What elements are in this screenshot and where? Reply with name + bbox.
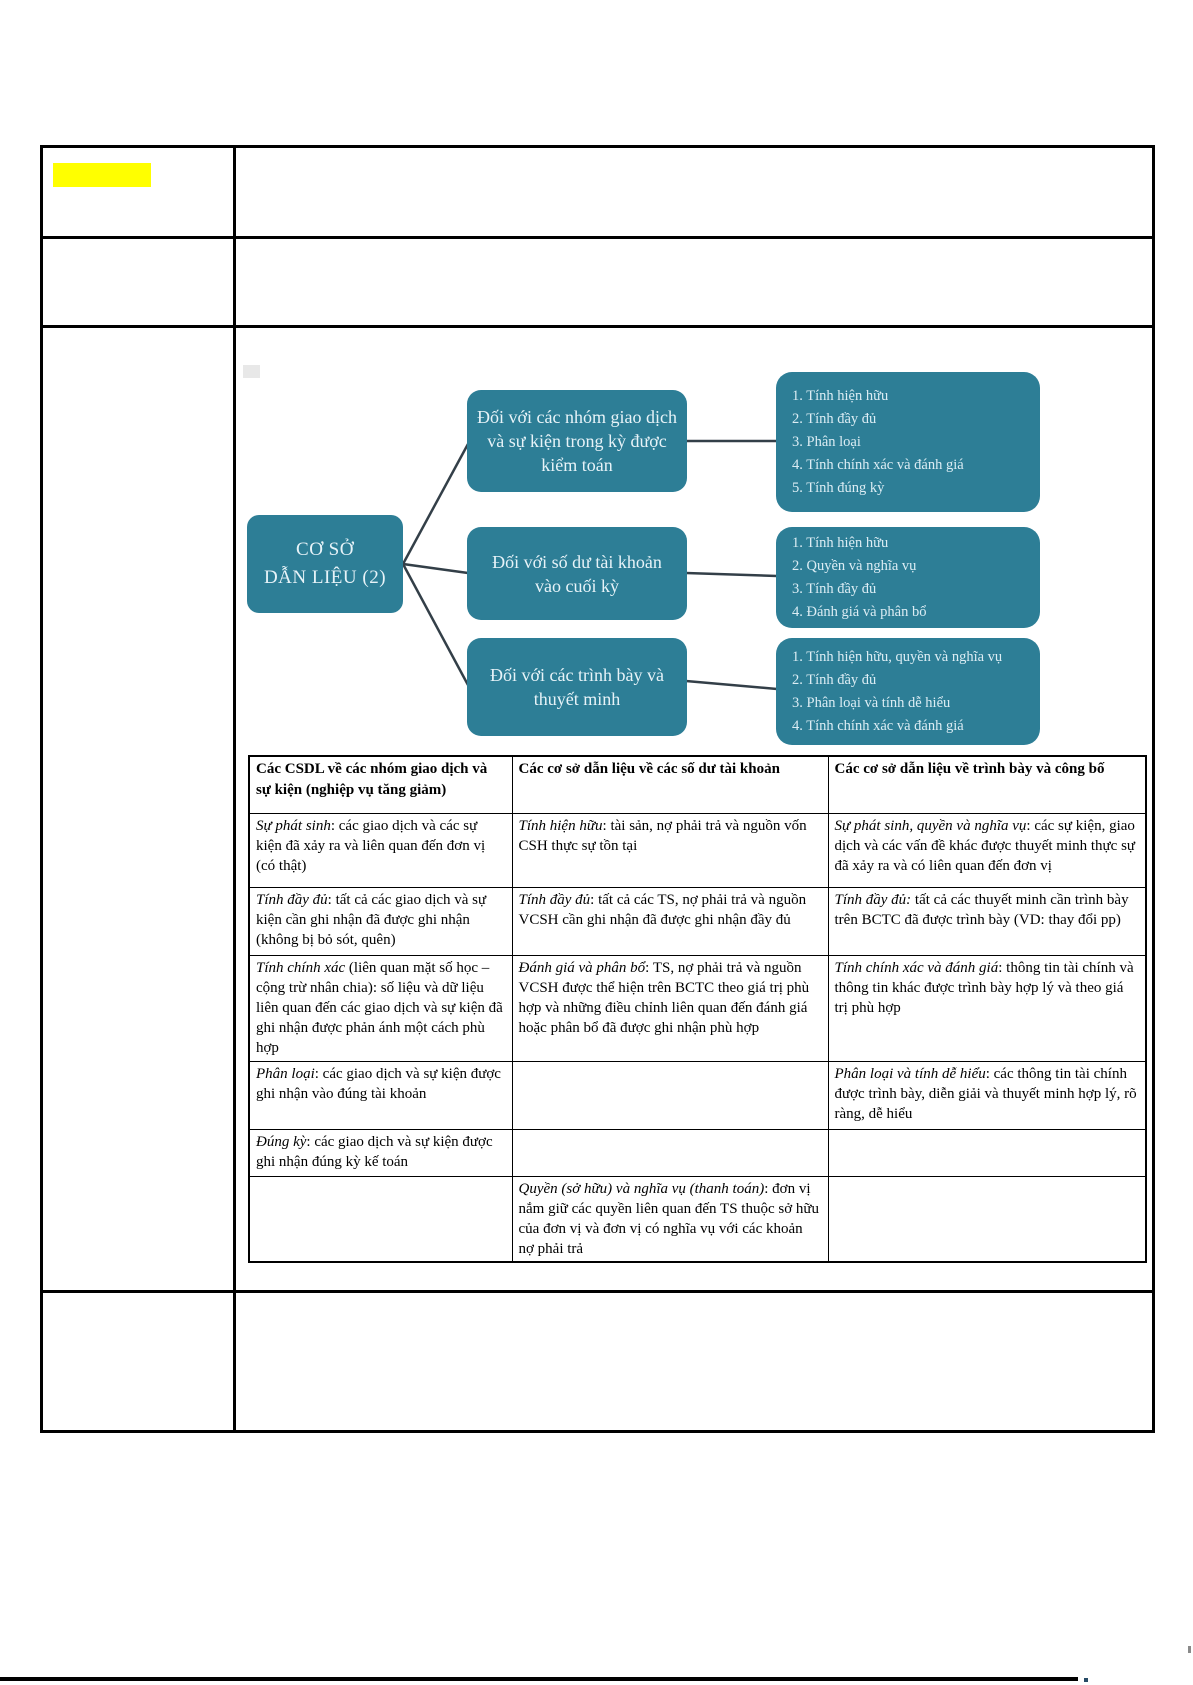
list-item: 2. Tính đầy đủ — [792, 410, 877, 427]
assertion-term: Tính đầy đủ — [518, 891, 591, 908]
cell-empty — [511, 1128, 829, 1177]
root-label-line1: CƠ SỞ — [296, 539, 354, 560]
assertion-text: tất cả các thuyết minh cần trình bày trê… — [834, 891, 1129, 928]
assertion-list: 1. Tính hiện hữu, quyền và nghĩa vụ 2. T… — [792, 646, 1002, 738]
outer-table-row-divider-2 — [43, 325, 1152, 328]
list-item: 2. Tính đầy đủ — [792, 671, 877, 688]
list-item: 3. Phân loại và tính dễ hiểu — [792, 694, 951, 711]
cell-empty — [827, 1175, 1147, 1262]
list-item: 3. Tính đầy đủ — [792, 580, 877, 597]
outer-table-column-divider — [233, 148, 236, 1430]
cell-valuation-allocation: Đánh giá và phân bổ: TS, nợ phải trả và … — [511, 954, 829, 1062]
list-item: 4. Đánh giá và phân bổ — [792, 603, 927, 620]
assertion-term: Sự phát sinh, quyền và nghĩa vụ — [834, 817, 1027, 834]
assertion-text: : các thông tin tài chính được trình bày… — [834, 1065, 1137, 1122]
cell-completeness-2: Tính đầy đủ: tất cả các TS, nợ phải trả … — [511, 886, 829, 956]
assertion-text: : thông tin tài chính và thông tin khác … — [834, 959, 1134, 1016]
assertion-term: Tính đầy đủ: — [834, 891, 912, 908]
assertion-term: Tính đầy đủ — [256, 891, 328, 908]
assertion-term: Phân loại và tính dễ hiểu — [834, 1065, 986, 1082]
yellow-highlight — [53, 163, 151, 187]
assertion-text: : các sự kiện, giao dịch và các vấn đề k… — [834, 817, 1136, 874]
cell-empty — [511, 1060, 829, 1130]
outer-table-row-divider-3 — [43, 1290, 1152, 1293]
header-balances: Các cơ sở dẫn liệu về các số dư tài khoả… — [511, 755, 829, 814]
list-item: 4. Tính chính xác và đánh giá — [792, 456, 964, 473]
table-row: Tính chính xác (liên quan mặt số học – c… — [248, 954, 1147, 1062]
list-item: 4. Tính chính xác và đánh giá — [792, 717, 964, 734]
branch-node-presentation: Đối với các trình bày và thuyết minh — [467, 638, 687, 736]
diagram-root-node: CƠ SỞ DẪN LIỆU (2) — [247, 515, 403, 613]
assertion-list-presentation: 1. Tính hiện hữu, quyền và nghĩa vụ 2. T… — [776, 638, 1040, 745]
cell-completeness-3: Tính đầy đủ: tất cả các thuyết minh cần … — [827, 886, 1147, 956]
cell-rights-obligations: Quyền (sở hữu) và nghĩa vụ (thanh toán):… — [511, 1175, 829, 1262]
cell-occurrence-rights: Sự phát sinh, quyền và nghĩa vụ: các sự … — [827, 812, 1147, 888]
list-item: 3. Phân loại — [792, 433, 861, 450]
table-row: Sự phát sinh: các giao dịch và các sự ki… — [248, 812, 1147, 888]
cell-empty — [248, 1175, 513, 1262]
outer-table-row-divider-1 — [43, 236, 1152, 239]
assertion-text: : tất cả các TS, nợ phải trả và nguồn VC… — [518, 891, 807, 928]
cell-empty — [827, 1128, 1147, 1177]
table-row: Tính đầy đủ: tất cả các giao dịch và sự … — [248, 886, 1147, 956]
cell-existence: Tính hiện hữu: tài sản, nợ phải trả và n… — [511, 812, 829, 888]
header-presentation: Các cơ sở dẫn liệu về trình bày và công … — [827, 755, 1147, 814]
assertion-text: : tất cả các giao dịch và sự kiện cần gh… — [256, 891, 487, 948]
root-label-line2: DẪN LIỆU (2) — [263, 567, 387, 588]
table-row: Đúng kỳ: các giao dịch và sự kiện được g… — [248, 1128, 1147, 1177]
assertion-text: : các giao dịch và các sự kiện đã xảy ra… — [256, 817, 486, 874]
list-item: 5. Tính đúng kỳ — [792, 479, 885, 496]
branch-node-transactions: Đối với các nhóm giao dịch và sự kiện tr… — [467, 390, 687, 492]
assertion-term: Tính chính xác và đánh giá — [834, 959, 999, 976]
cell-cutoff: Đúng kỳ: các giao dịch và sự kiện được g… — [248, 1128, 513, 1177]
cell-accuracy-valuation: Tính chính xác và đánh giá: thông tin tà… — [827, 954, 1147, 1062]
assertion-list: 1. Tính hiện hữu 2. Tính đầy đủ 3. Phân … — [792, 385, 964, 500]
assertion-term: Tính chính xác — [256, 959, 346, 976]
cell-occurrence: Sự phát sinh: các giao dịch và các sự ki… — [248, 812, 513, 888]
assertion-term: Đúng kỳ — [256, 1133, 307, 1150]
list-item: 1. Tính hiện hữu, quyền và nghĩa vụ — [792, 648, 1003, 665]
assertion-text: : TS, nợ phải trả và nguồn VCSH được thể… — [518, 959, 810, 1036]
table-row: Phân loại: các giao dịch và sự kiện được… — [248, 1060, 1147, 1130]
image-artifact — [243, 365, 260, 378]
assertion-term: Quyền (sở hữu) và nghĩa vụ (thanh toán) — [518, 1180, 765, 1197]
assertion-text: : đơn vị nắm giữ các quyền liên quan đến… — [518, 1180, 820, 1257]
assertion-term: Sự phát sinh — [256, 817, 331, 834]
list-item: 1. Tính hiện hữu — [792, 387, 889, 404]
cell-classification-understandability: Phân loại và tính dễ hiểu: các thông tin… — [827, 1060, 1147, 1130]
list-item: 1. Tính hiện hữu — [792, 534, 889, 551]
page-edge-mark — [1188, 1646, 1191, 1653]
assertion-text: (liên quan mặt số học – cộng trừ nhân ch… — [256, 959, 503, 1056]
cell-classification: Phân loại: các giao dịch và sự kiện được… — [248, 1060, 513, 1130]
assertion-list-balances: 1. Tính hiện hữu 2. Quyền và nghĩa vụ 3.… — [776, 527, 1040, 628]
list-item: 2. Quyền và nghĩa vụ — [792, 557, 917, 574]
table-header-row: Các CSDL về các nhóm giao dịch và sự kiệ… — [248, 755, 1147, 814]
assertion-list-transactions: 1. Tính hiện hữu 2. Tính đầy đủ 3. Phân … — [776, 372, 1040, 512]
branch-node-balances: Đối với số dư tài khoản vào cuối kỳ — [467, 527, 687, 620]
cell-accuracy: Tính chính xác (liên quan mặt số học – c… — [248, 954, 513, 1062]
bottom-rule-dot — [1084, 1678, 1088, 1682]
assertion-text: : các giao dịch và sự kiện được ghi nhận… — [256, 1065, 501, 1102]
assertion-term: Phân loại — [256, 1065, 315, 1082]
assertion-term: Tính hiện hữu — [518, 817, 603, 834]
assertions-table: Các CSDL về các nhóm giao dịch và sự kiệ… — [248, 755, 1147, 1263]
assertion-text: : tài sản, nợ phải trả và nguồn vốn CSH … — [518, 817, 807, 854]
table-row: Quyền (sở hữu) và nghĩa vụ (thanh toán):… — [248, 1175, 1147, 1262]
assertion-list: 1. Tính hiện hữu 2. Quyền và nghĩa vụ 3.… — [792, 532, 927, 624]
assertion-text: : các giao dịch và sự kiện được ghi nhận… — [256, 1133, 493, 1170]
assertion-term: Đánh giá và phân bổ — [518, 959, 646, 976]
outer-table — [40, 145, 1155, 1433]
cell-completeness-1: Tính đầy đủ: tất cả các giao dịch và sự … — [248, 886, 513, 956]
bottom-rule — [0, 1677, 1078, 1681]
header-transactions: Các CSDL về các nhóm giao dịch và sự kiệ… — [248, 755, 513, 814]
